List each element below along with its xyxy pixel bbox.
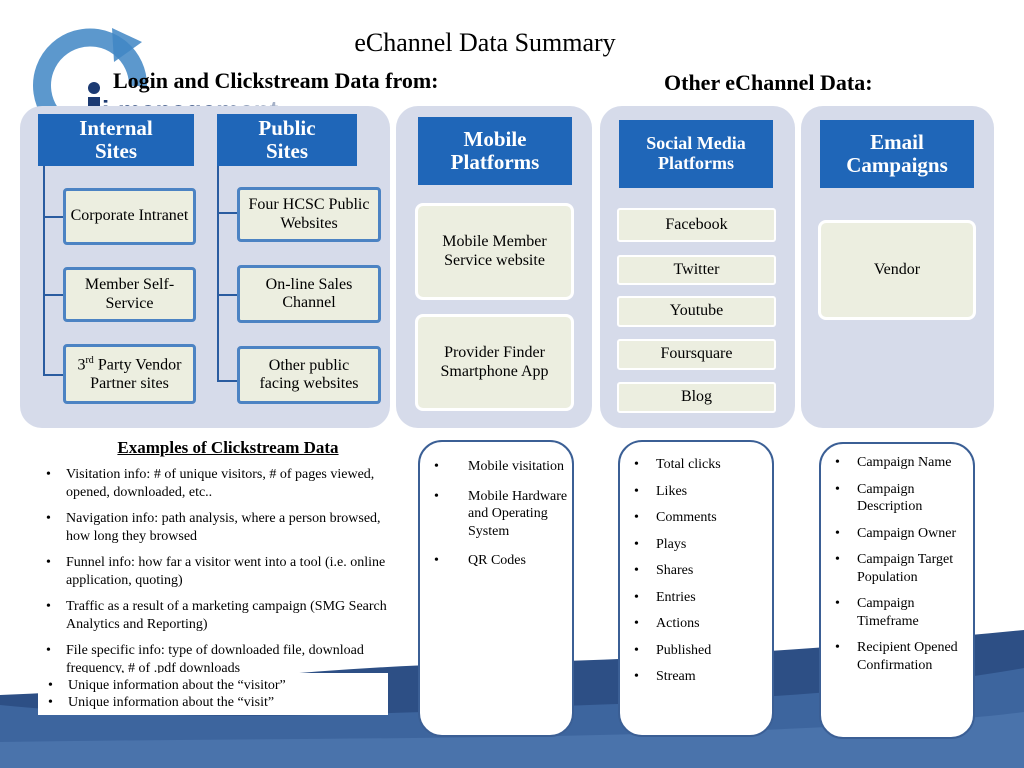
list-item: Navigation info: path analysis, where a … [38,510,388,545]
list-item: Funnel info: how far a visitor went into… [38,554,388,589]
list-item: Total clicks [620,456,772,474]
internal-connector-vertical [43,166,45,376]
clickstream-examples: Examples of Clickstream Data Visitation … [38,438,388,686]
facebook-box: Facebook [617,208,776,242]
unique-info-box: Unique information about the “visitor” U… [38,673,388,715]
other-public-websites-box: Other public facing websites [237,346,381,404]
hcsc-public-websites-box: Four HCSC Public Websites [237,187,381,242]
page-title: eChannel Data Summary [354,28,616,57]
youtube-box: Youtube [617,296,776,327]
list-item: Shares [620,562,772,580]
public-connector-1 [217,212,237,214]
list-item: Recipient Opened Confirmation [821,639,973,674]
list-item: Campaign Timeframe [821,595,973,630]
mobile-platforms-header: Mobile Platforms [418,117,572,185]
public-connector-2 [217,294,237,296]
list-item: Published [620,642,772,660]
provider-finder-app-box: Provider Finder Smartphone App [415,314,574,411]
list-item: Comments [620,509,772,527]
list-item: File specific info: type of downloaded f… [38,642,388,677]
list-item: Campaign Owner [821,525,973,543]
other-echannel-heading: Other eChannel Data: [664,70,873,95]
vendor-prefix: 3 [77,356,86,374]
list-item: QR Codes [420,552,572,570]
mobile-data-card: Mobile visitation Mobile Hardware and Op… [418,440,574,737]
list-item: Stream [620,668,772,686]
internal-sites-header: Internal Sites [38,114,194,166]
list-item: Likes [620,483,772,501]
list-item: Campaign Name [821,454,973,472]
vendor-box: Vendor [818,220,976,320]
public-connector-vertical [217,166,219,382]
blog-box: Blog [617,382,776,413]
list-item: Plays [620,536,772,554]
internal-connector-1 [43,216,63,218]
list-item: Mobile Hardware and Operating System [420,488,572,541]
corporate-intranet-box: Corporate Intranet [63,188,196,245]
internal-connector-2 [43,294,63,296]
list-item: Traffic as a result of a marketing campa… [38,598,388,633]
public-connector-3 [217,380,237,382]
social-data-card: Total clicks Likes Comments Plays Shares… [618,440,774,737]
email-campaigns-header: Email Campaigns [820,120,974,188]
list-item: Entries [620,589,772,607]
list-item: Unique information about the “visitor” [38,678,388,695]
examples-title: Examples of Clickstream Data [117,438,339,457]
twitter-box: Twitter [617,255,776,285]
mobile-member-service-box: Mobile Member Service website [415,203,574,300]
list-item: Campaign Target Population [821,551,973,586]
list-item: Visitation info: # of unique visitors, #… [38,466,388,501]
social-media-header: Social Media Platforms [619,120,773,188]
email-data-card: Campaign Name Campaign Description Campa… [819,442,975,739]
public-sites-header: Public Sites [217,114,357,166]
list-item: Actions [620,615,772,633]
vendor-partner-box: 3rd Party Vendor Partner sites [63,344,196,404]
list-item: Mobile visitation [420,458,572,476]
vendor-sup: rd [85,354,94,366]
foursquare-box: Foursquare [617,339,776,370]
list-item: Campaign Description [821,481,973,516]
list-item: Unique information about the “visit” [38,695,388,712]
vendor-rest: Party Vendor Partner sites [90,356,182,392]
online-sales-channel-box: On-line Sales Channel [237,265,381,323]
internal-connector-3 [43,374,63,376]
member-self-service-box: Member Self-Service [63,267,196,322]
login-clickstream-heading: Login and Clickstream Data from: [113,68,439,93]
